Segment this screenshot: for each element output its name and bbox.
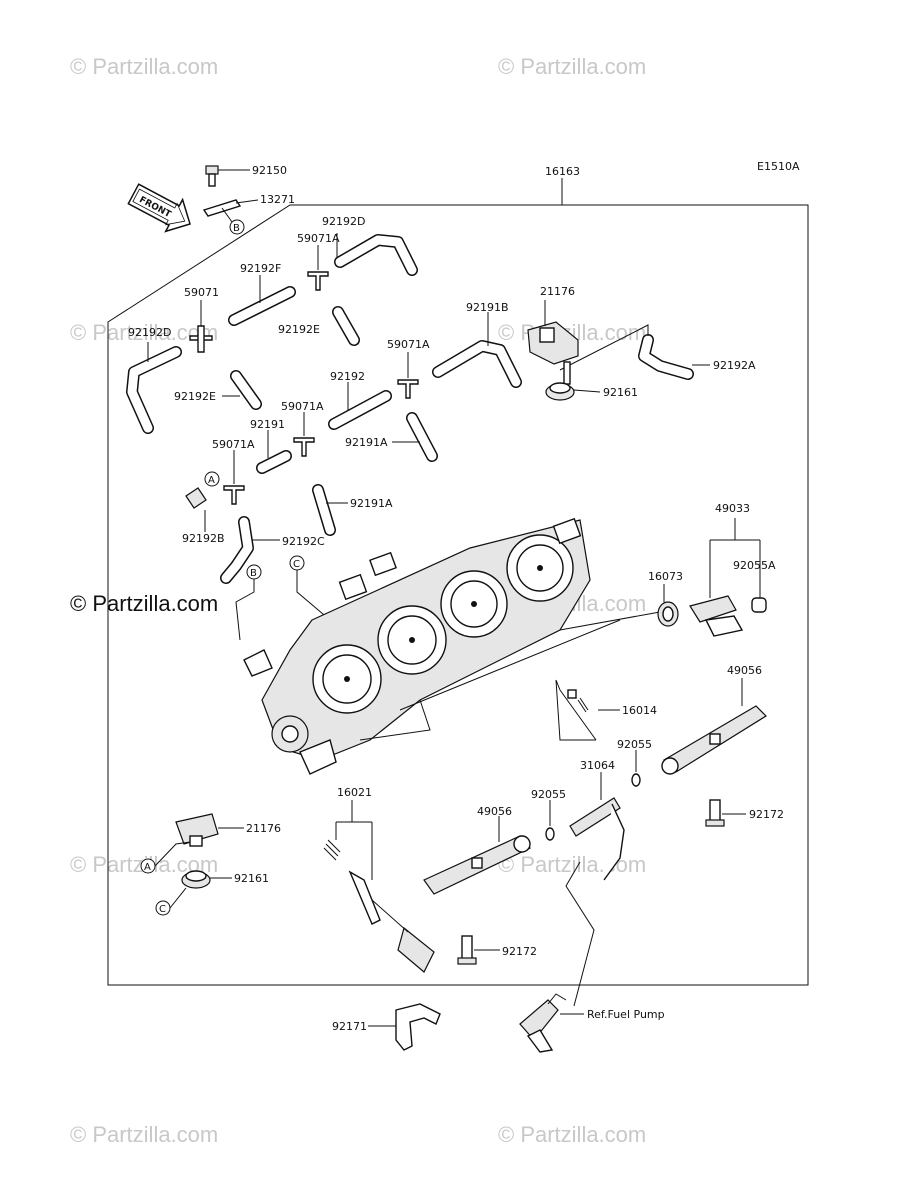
part-label-92055-left: 92055 bbox=[531, 788, 566, 801]
watermark-low-right: © Partzilla.com bbox=[498, 852, 646, 877]
part-label-16021: 16021 bbox=[337, 786, 372, 799]
tee-fitting-59071A-left bbox=[223, 485, 245, 505]
watermark-mid-left: © Partzilla.com bbox=[70, 320, 218, 345]
part-label-16163: 16163 bbox=[545, 165, 580, 178]
callout-b-top-label: B bbox=[233, 223, 240, 234]
callout-a-upper-label: A bbox=[208, 475, 215, 486]
fuel-rail-49056-left bbox=[423, 835, 531, 895]
callout-a-lower-label: A bbox=[144, 862, 151, 873]
tee-fitting-59071A-center bbox=[293, 437, 315, 457]
cross-fitting-59071 bbox=[189, 325, 213, 353]
part-label-16073: 16073 bbox=[648, 570, 683, 583]
vacuum-hose-92192D-left bbox=[126, 346, 182, 434]
part-label-21176-bottom: 21176 bbox=[246, 822, 281, 835]
throttle-body-assembly bbox=[243, 517, 591, 775]
part-label-92192A: 92192A bbox=[713, 359, 756, 372]
pressure-sensor-21176-top bbox=[527, 300, 579, 365]
bracket-13271 bbox=[202, 199, 259, 223]
vacuum-hose-92191A-left bbox=[312, 484, 336, 536]
vacuum-hose-92191B bbox=[432, 340, 522, 388]
watermark-bottom-left: © Partzilla.com bbox=[70, 1122, 218, 1147]
spring-16021 bbox=[323, 839, 435, 973]
front-arrow-icon: FRONT bbox=[127, 183, 191, 233]
part-label-31064: 31064 bbox=[580, 759, 615, 772]
callout-b-top bbox=[229, 219, 245, 235]
vacuum-hose-92192E-mid bbox=[332, 306, 360, 346]
tee-fitting-59071A-right bbox=[397, 379, 419, 399]
part-label-92191: 92191 bbox=[250, 418, 285, 431]
watermark-bottom-right: © Partzilla.com bbox=[498, 1122, 646, 1147]
part-label-92192E-mid: 92192E bbox=[278, 323, 320, 336]
part-label-92161-top: 92161 bbox=[603, 386, 638, 399]
part-label-59071A-top: 59071A bbox=[297, 232, 340, 245]
part-label-49033: 49033 bbox=[715, 502, 750, 515]
callout-a-upper bbox=[204, 471, 220, 487]
part-label-92172-left: 92172 bbox=[502, 945, 537, 958]
o-ring-92055-right bbox=[631, 773, 641, 787]
vacuum-hose-92191A-center bbox=[406, 412, 438, 462]
part-label-92191A-left: 92191A bbox=[350, 497, 393, 510]
part-label-92171: 92171 bbox=[332, 1020, 367, 1033]
vacuum-hose-92192F bbox=[228, 286, 296, 326]
part-label-92055A: 92055A bbox=[733, 559, 776, 572]
part-label-92172-right: 92172 bbox=[749, 808, 784, 821]
part-label-13271: 13271 bbox=[260, 193, 295, 206]
part-label-49056-right: 49056 bbox=[727, 664, 762, 677]
part-label-16014: 16014 bbox=[622, 704, 657, 717]
part-label-59071A-left: 59071A bbox=[212, 438, 255, 451]
pressure-sensor-21176-bottom bbox=[175, 813, 219, 847]
bolt-92172-right bbox=[705, 799, 725, 827]
bolt-92150 bbox=[205, 165, 250, 187]
vacuum-hose-92192 bbox=[328, 390, 392, 430]
vacuum-hose-92192D-top bbox=[334, 234, 418, 276]
part-label-49056-left: 49056 bbox=[477, 805, 512, 818]
vacuum-hose-92192E-left bbox=[230, 370, 262, 410]
part-label-92192: 92192 bbox=[330, 370, 365, 383]
part-label-59071A-center: 59071A bbox=[281, 400, 324, 413]
part-label-92192D-top: 92192D bbox=[322, 215, 365, 228]
part-label-92192D-left: 92192D bbox=[128, 326, 171, 339]
part-label-92055-right: 92055 bbox=[617, 738, 652, 751]
vacuum-cap-92192B bbox=[185, 487, 207, 509]
part-label-59071: 59071 bbox=[184, 286, 219, 299]
watermark-center: © Partzilla.com bbox=[70, 591, 218, 616]
grommet-92161-top bbox=[545, 361, 575, 401]
clamp-92171 bbox=[395, 1003, 441, 1051]
actuator-49033 bbox=[689, 595, 744, 637]
callout-b-mid-label: B bbox=[250, 568, 257, 579]
spring-16014 bbox=[559, 689, 597, 741]
o-ring-92055-left bbox=[545, 827, 555, 841]
vacuum-hose-92192C bbox=[220, 516, 254, 584]
part-label-92191A-center: 92191A bbox=[345, 436, 388, 449]
part-label-92192C: 92192C bbox=[282, 535, 325, 548]
part-label-92192B: 92192B bbox=[182, 532, 225, 545]
watermark-top-left: © Partzilla.com bbox=[70, 54, 218, 79]
grommet-92161-bottom bbox=[181, 870, 211, 889]
part-label-92161-bottom: 92161 bbox=[234, 872, 269, 885]
oil-seal-16073 bbox=[657, 601, 679, 627]
bolt-92172-left bbox=[457, 935, 477, 965]
o-ring-92055A bbox=[751, 597, 767, 613]
part-label-59071A-right: 59071A bbox=[387, 338, 430, 351]
vacuum-hose-92192A bbox=[638, 334, 694, 380]
diagram-code: E1510A bbox=[757, 160, 800, 173]
tee-fitting-59071A-top bbox=[307, 271, 329, 291]
assembly-outline bbox=[107, 178, 809, 986]
part-label-21176-top: 21176 bbox=[540, 285, 575, 298]
fuel-rail-49056-right bbox=[661, 705, 767, 775]
part-label-92150: 92150 bbox=[252, 164, 287, 177]
part-label-92192F: 92192F bbox=[240, 262, 281, 275]
part-label-92192E-left: 92192E bbox=[174, 390, 216, 403]
fuel-joint-31064 bbox=[569, 797, 625, 881]
watermark-top-right: © Partzilla.com bbox=[498, 54, 646, 79]
part-label-92191B: 92191B bbox=[466, 301, 509, 314]
vacuum-hose-92191 bbox=[256, 450, 292, 474]
callout-c-mid-label: C bbox=[293, 559, 300, 570]
ref-fuel-pump-label: Ref.Fuel Pump bbox=[587, 1008, 665, 1021]
callout-c-lower-label: C bbox=[159, 904, 166, 915]
fuel-pump-connector bbox=[519, 993, 567, 1053]
